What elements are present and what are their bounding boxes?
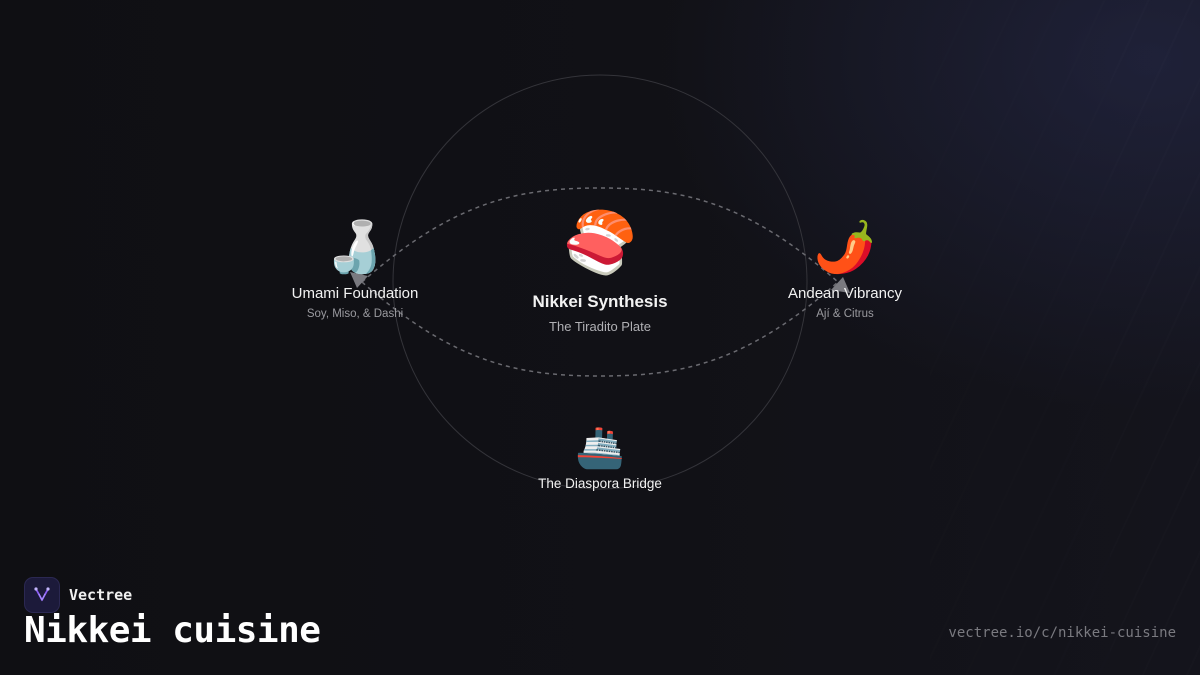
node-title: The Diaspora Bridge xyxy=(538,476,662,491)
page-url-link[interactable]: vectree.io/c/nikkei-cuisine xyxy=(948,625,1176,641)
node-subtitle: Soy, Miso, & Dashi xyxy=(306,308,404,320)
node-title: Nikkei Synthesis xyxy=(532,292,668,311)
upper-connector xyxy=(361,187,839,283)
node-title: Umami Foundation xyxy=(291,285,419,302)
outer-circle xyxy=(392,74,808,490)
brand-name: Vectree xyxy=(69,586,133,604)
node-nikkei-synthesis: 🍣 Nikkei Synthesis The Tiradito Plate xyxy=(532,209,668,335)
node-umami-foundation: 🍶 Umami Foundation Soy, Miso, & Dashi xyxy=(292,222,419,320)
node-subtitle: Ají & Citrus xyxy=(816,308,874,320)
node-diaspora-bridge: 🚢 The Diaspora Bridge xyxy=(538,428,662,491)
arrowhead-right xyxy=(831,277,850,293)
sushi-icon: 🍣 xyxy=(562,209,638,276)
node-title: Andean Vibrancy xyxy=(788,285,902,302)
arrowhead-left xyxy=(350,272,368,288)
sake-bottle-icon: 🍶 xyxy=(323,219,387,275)
vectree-logo-icon xyxy=(24,577,60,613)
node-subtitle: The Tiradito Plate xyxy=(549,319,651,334)
brand[interactable]: Vectree xyxy=(24,577,132,613)
lower-connector xyxy=(361,281,839,377)
ship-icon: 🚢 xyxy=(575,426,625,470)
chili-pepper-icon: 🌶️ xyxy=(813,219,877,275)
page-title: Nikkei cuisine xyxy=(24,610,321,651)
node-andean-vibrancy: 🌶️ Andean Vibrancy Ají & Citrus xyxy=(788,222,902,320)
